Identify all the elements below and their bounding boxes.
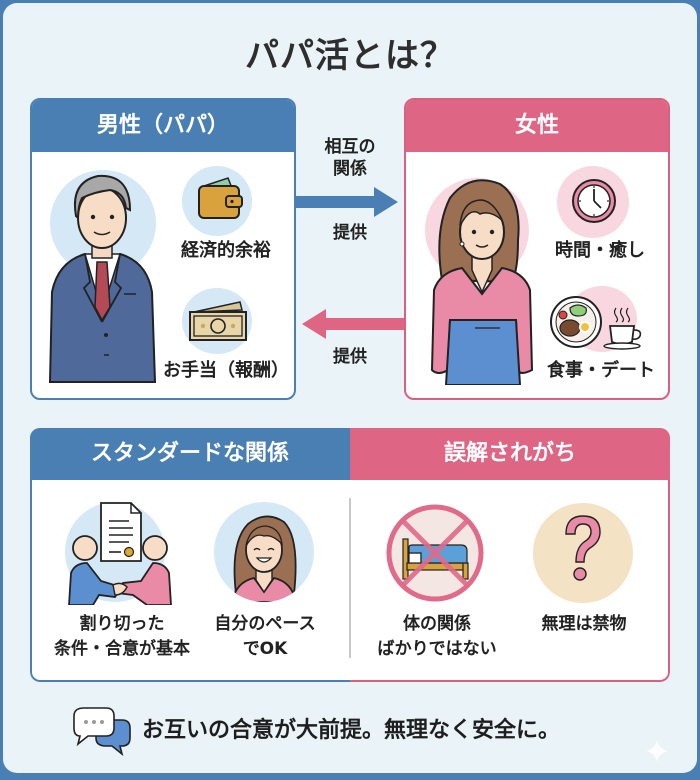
woman-figure [430,179,534,385]
female-item-label-2: 食事・デート [547,360,655,381]
misunderstood-item-label-2: 無理は禁物 [541,614,627,634]
section-divider [349,498,351,658]
smiling-woman-icon [231,515,297,602]
clock-icon [572,179,616,223]
misunderstood-item-1-line-1: 体の関係 [403,614,471,634]
banknote-icon [189,301,247,341]
footer-message: お互いの合意が大前提。無理なく安全に。 [142,718,561,743]
standard-item-2-line-2: でOK [242,639,288,659]
sparkle-icon [646,740,668,762]
standard-item-1-line-1: 割り切った [79,614,165,634]
male-item-label-1: 経済的余裕 [181,240,271,261]
provide-right-label: 提供 [333,223,367,243]
misunderstood-header: 誤解されがち [350,428,670,480]
standard-item-label-1: 割り切った 条件・合意が基本 [42,612,202,662]
page-title: パパ活とは？ [245,36,455,76]
male-panel-header: 男性（パパ） [32,100,294,152]
misunderstood-item-1-line-2: ばかりではない [377,639,497,659]
relation-label: 相互の 関係 [310,136,390,180]
female-panel-header: 女性 [406,100,668,152]
arrow-left-icon [302,309,406,339]
meal-coffee-icon [550,296,642,350]
misunderstood-item-label-1: 体の関係 ばかりではない [362,612,512,662]
no-bed-icon [386,504,484,602]
arrow-right-icon [296,187,398,217]
handshake-contract-icon [68,502,172,605]
standard-item-2-line-1: 自分のペース [214,614,316,634]
standard-item-label-2: 自分のペース でOK [190,612,340,662]
standard-header: スタンダードな関係 [30,428,350,480]
relation-line-2: 関係 [333,159,367,179]
provide-left-label: 提供 [333,347,367,367]
chat-bubbles-icon [73,707,131,756]
smiling-woman-bg-circle [214,502,314,602]
question-mark-icon [565,515,601,581]
male-item-label-2: お手当（報酬） [163,360,289,381]
relation-line-1: 相互の [324,137,376,157]
wallet-icon [198,177,243,219]
standard-item-1-line-2: 条件・合意が基本 [54,639,190,659]
female-item-label-1: 時間・癒し [555,240,645,261]
businessman-figure [48,174,157,383]
